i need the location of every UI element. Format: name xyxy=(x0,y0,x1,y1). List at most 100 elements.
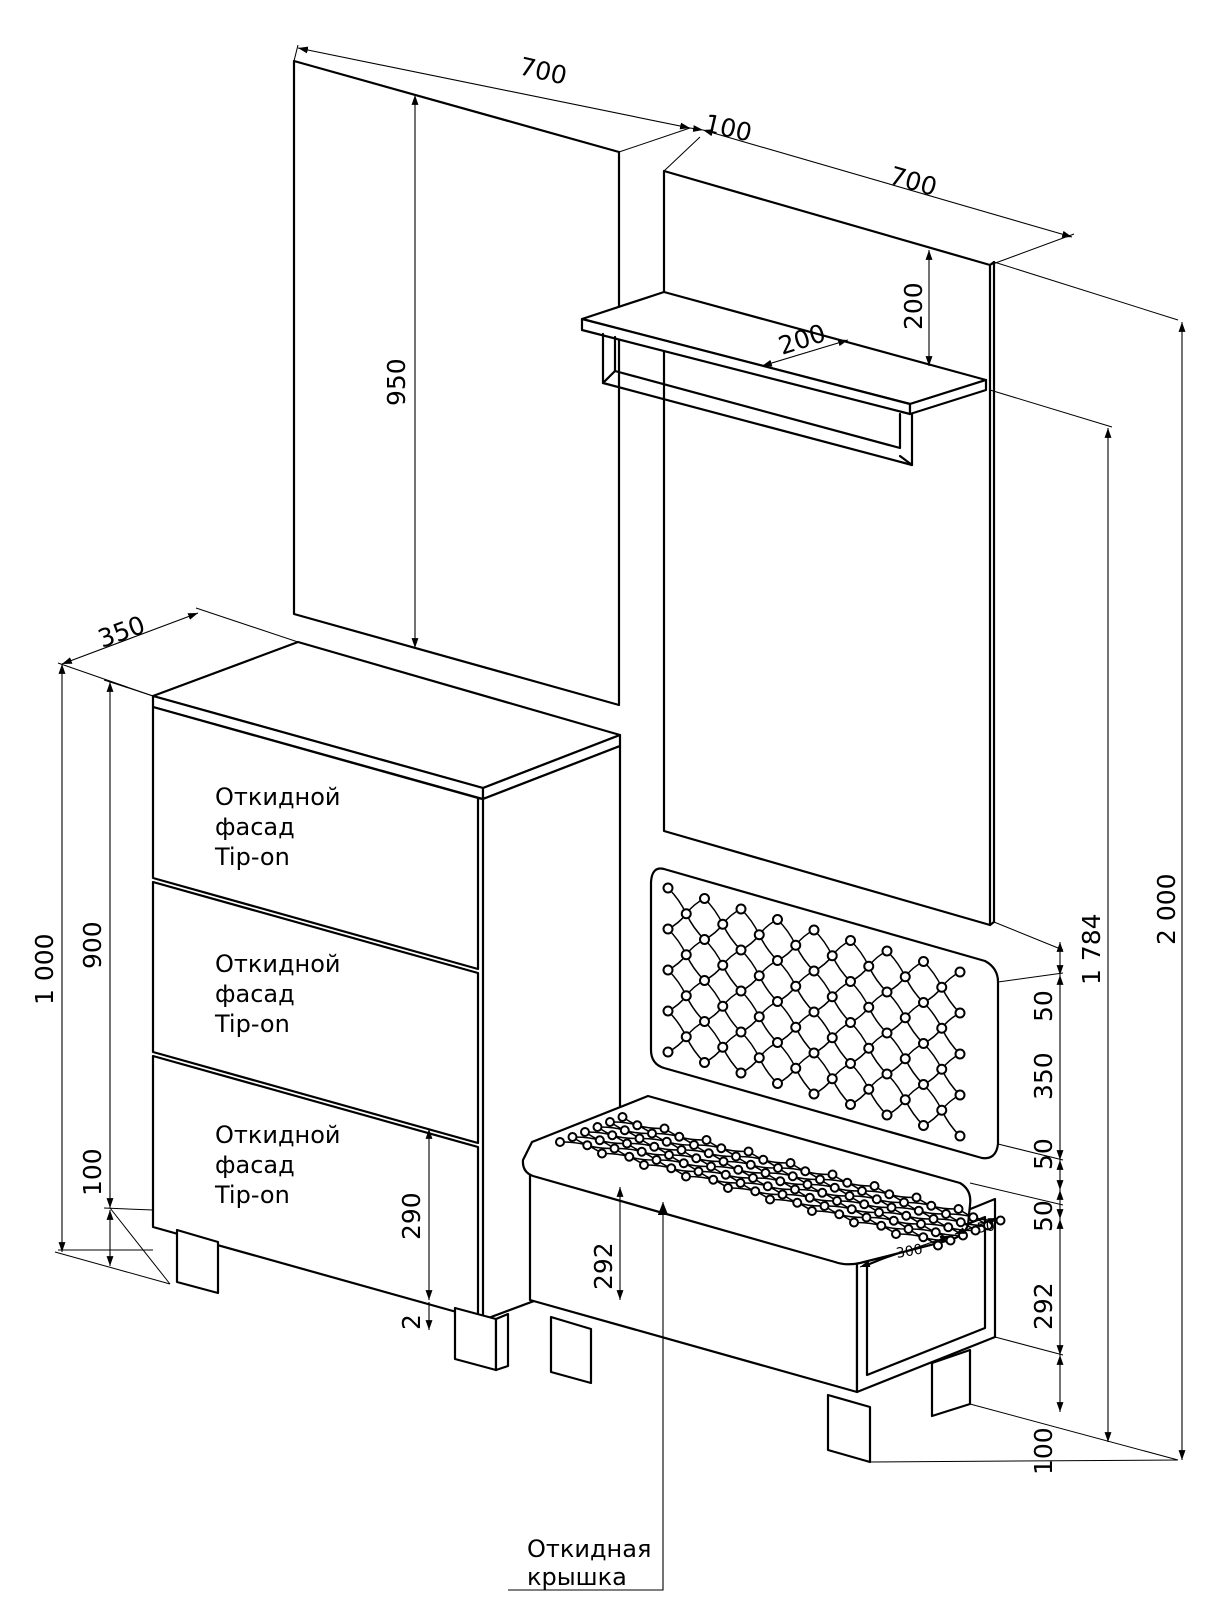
tuft-button xyxy=(762,1181,773,1192)
tuft-button xyxy=(651,1155,662,1165)
tuft-button xyxy=(842,1177,853,1188)
dim-cabinet-leg-height: 100 xyxy=(78,1148,107,1196)
tuft-seam xyxy=(683,1162,727,1176)
mirror-panel xyxy=(292,59,621,707)
tuft-button xyxy=(624,1151,635,1162)
tuft-button xyxy=(863,1083,875,1095)
tuft-button xyxy=(869,1181,880,1191)
tuft-seam xyxy=(685,897,724,941)
tuft-seam xyxy=(821,1192,865,1205)
tuft-seam xyxy=(888,1193,932,1207)
tuft-button xyxy=(580,1127,590,1137)
tuft-button xyxy=(731,1151,741,1162)
tuft-button xyxy=(605,1117,615,1127)
tuft-button xyxy=(777,1189,788,1200)
tuft-button xyxy=(953,1204,964,1214)
dim-gap: 100 xyxy=(702,109,755,148)
tuft-seam xyxy=(868,1073,906,1116)
tuft-button xyxy=(748,1173,758,1183)
tuft-seam xyxy=(904,1001,943,1045)
tuft-button xyxy=(888,1215,899,1226)
tuft-seam xyxy=(779,1180,823,1194)
tuft-button xyxy=(699,1057,710,1068)
tuft-button xyxy=(773,1163,783,1173)
tuft-button xyxy=(636,1146,647,1157)
tuft-button xyxy=(693,1166,704,1177)
tuft-button xyxy=(936,1104,948,1116)
tuft-button xyxy=(930,1227,941,1238)
tuft-button xyxy=(863,960,875,972)
tuft-button xyxy=(787,1171,798,1182)
tuft-button xyxy=(750,1186,761,1197)
tuft-button xyxy=(661,1136,672,1147)
tuft-button xyxy=(871,1194,882,1205)
tuft-button xyxy=(918,1079,929,1090)
tuft-button xyxy=(735,1067,747,1079)
tuft-button xyxy=(717,1000,729,1012)
dim-panel-width: 700 xyxy=(886,161,940,202)
tuft-button xyxy=(918,1038,929,1049)
tuft-button xyxy=(943,1222,954,1233)
tuft-seam xyxy=(722,1031,760,1074)
tuft-button xyxy=(891,1229,901,1239)
tuft-button xyxy=(881,986,893,998)
tuft-seam xyxy=(670,1167,714,1181)
tuft-button xyxy=(845,1017,856,1028)
dim-drawer-gap: 2 xyxy=(397,1314,426,1330)
tuft-button xyxy=(647,1128,657,1139)
tuft-button xyxy=(662,923,674,935)
tuft-button xyxy=(662,1005,674,1017)
tuft-button xyxy=(936,1063,948,1075)
tuft-button xyxy=(901,1210,912,1221)
dim-drawer-height: 290 xyxy=(397,1192,426,1240)
tuft-button xyxy=(745,1159,756,1170)
tuft-button xyxy=(955,1217,966,1228)
tuft-button xyxy=(845,976,856,987)
tuft-button xyxy=(829,1182,840,1193)
tuft-button xyxy=(622,1138,632,1149)
dim-bench-body-height-front: 292 xyxy=(589,1242,618,1290)
tuft-seam xyxy=(851,1208,895,1222)
tuft-button xyxy=(916,1219,926,1229)
tuft-button xyxy=(772,955,783,966)
tuft-button xyxy=(567,1132,578,1142)
tuft-button xyxy=(772,1037,783,1048)
tuft-button xyxy=(861,1212,872,1223)
tuft-button xyxy=(717,918,729,930)
dim-cabinet-body-height: 900 xyxy=(78,921,107,969)
tuft-button xyxy=(733,1164,744,1175)
tuft-seam xyxy=(795,929,833,972)
tuft-button xyxy=(790,1021,802,1033)
tuft-button xyxy=(592,1122,603,1132)
tuft-seam xyxy=(725,1174,769,1187)
tuft-button xyxy=(954,966,966,978)
tuft-button xyxy=(808,965,820,977)
tuft-button xyxy=(666,1163,677,1174)
tuft-seam xyxy=(758,918,797,962)
tuft-button xyxy=(849,1217,859,1228)
tuft-button xyxy=(899,1053,911,1065)
tuft-seam xyxy=(737,1169,781,1182)
tuft-button xyxy=(936,1022,948,1034)
tuft-seam xyxy=(685,938,724,982)
tuft-button xyxy=(691,1153,702,1164)
tuft-button xyxy=(720,1169,731,1180)
dim-panel-height: 1 784 xyxy=(1077,913,1106,985)
tuft-button xyxy=(680,949,692,961)
lid-label-line1: Откидная xyxy=(527,1535,651,1563)
tuft-seam xyxy=(599,1139,643,1153)
tuft-seam xyxy=(809,1197,853,1210)
drawer-3-label-line2: фасад xyxy=(215,1151,295,1179)
tuft-button xyxy=(680,1031,692,1043)
tuft-button xyxy=(649,1141,660,1152)
tuft-button xyxy=(753,1011,765,1023)
dim-shelf-height: 200 xyxy=(899,282,928,330)
dim-cushion-height: 350 xyxy=(1029,1052,1058,1100)
tuft-button xyxy=(632,1120,643,1131)
tuft-button xyxy=(826,1032,838,1044)
tuft-seam xyxy=(792,1175,836,1189)
dim-cushion-bottom-margin: 50 xyxy=(1029,1138,1058,1170)
tuft-button xyxy=(886,1202,897,1213)
tuft-seam xyxy=(758,959,797,1003)
